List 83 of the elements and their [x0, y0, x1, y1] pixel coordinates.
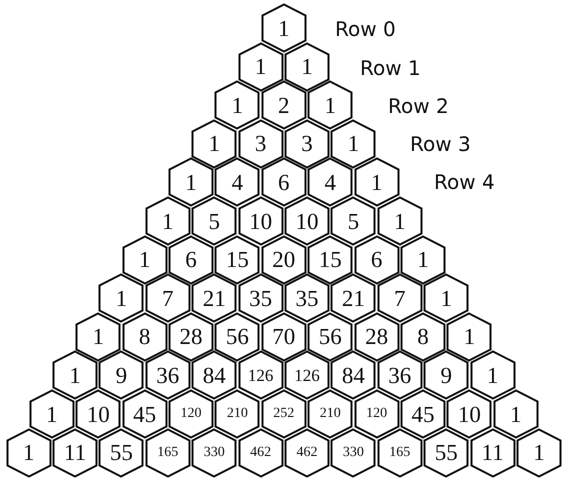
number-hexagon: 28: [354, 312, 400, 362]
number-hexagon: 1: [284, 42, 330, 92]
number-hexagon: 28: [168, 312, 214, 362]
row-label: Row 3: [410, 132, 471, 156]
number-hexagon: 10: [446, 389, 492, 439]
number-hexagon: 1: [330, 118, 376, 169]
number-hexagon: 462: [284, 428, 330, 478]
number-hexagon: 45: [400, 389, 446, 439]
number-hexagon: 3: [238, 118, 284, 169]
number-hexagon: 55: [98, 428, 144, 478]
number-hexagon: 210: [214, 389, 260, 439]
number-hexagon: 4: [214, 157, 260, 208]
number-hexagon: 126: [284, 350, 330, 400]
number-hexagon: 1: [6, 428, 52, 478]
number-hexagon: 7: [144, 273, 191, 324]
number-hexagon: 165: [376, 428, 423, 478]
number-hexagon: 36: [376, 350, 423, 400]
number-hexagon: 1: [260, 3, 307, 53]
number-hexagon: 1: [400, 234, 446, 285]
number-hexagon: 15: [214, 234, 260, 285]
number-hexagon: 120: [354, 389, 400, 439]
number-hexagon: 10: [238, 196, 284, 246]
number-hexagon: 9: [423, 350, 470, 400]
number-hexagon: 1: [214, 80, 260, 130]
number-hexagon: 6: [168, 234, 214, 285]
number-hexagon: 35: [238, 273, 284, 324]
number-hexagon: 1: [376, 196, 423, 246]
number-hexagon: 462: [238, 428, 284, 478]
number-hexagon: 9: [98, 350, 144, 400]
number-hexagon: 120: [168, 389, 214, 439]
number-hexagon: 1: [307, 80, 354, 130]
number-hexagon: 1: [354, 157, 400, 208]
number-hexagon: 20: [260, 234, 307, 285]
number-hexagon: 210: [307, 389, 354, 439]
number-hexagon: 1: [191, 118, 238, 169]
number-hexagon: 11: [470, 428, 516, 478]
number-hexagon: 10: [284, 196, 330, 246]
number-hexagon: 165: [144, 428, 191, 478]
row-label: Row 1: [360, 56, 421, 80]
number-hexagon: 56: [214, 312, 260, 362]
number-hexagon: 6: [260, 157, 307, 208]
number-hexagon: 84: [191, 350, 238, 400]
number-hexagon: 1: [122, 234, 168, 285]
number-hexagon: 21: [191, 273, 238, 324]
number-hexagon: 70: [260, 312, 307, 362]
number-hexagon: 126: [238, 350, 284, 400]
number-hexagon: 84: [330, 350, 376, 400]
number-hexagon: 8: [400, 312, 446, 362]
number-hexagon: 2: [260, 80, 307, 130]
number-hexagon: 1: [52, 350, 98, 400]
number-hexagon: 5: [191, 196, 238, 246]
number-hexagon: 1: [470, 350, 516, 400]
number-hexagon: 1: [28, 389, 75, 439]
number-hexagon: 1: [98, 273, 144, 324]
number-hexagon: 1: [144, 196, 191, 246]
number-hexagon: 1: [516, 428, 562, 478]
number-hexagon: 10: [75, 389, 122, 439]
row-label: Row 4: [434, 170, 495, 194]
number-hexagon: 4: [307, 157, 354, 208]
number-hexagon: 36: [144, 350, 191, 400]
number-hexagon: 8: [122, 312, 168, 362]
number-hexagon: 1: [423, 273, 470, 324]
number-hexagon: 21: [330, 273, 376, 324]
number-hexagon: 252: [260, 389, 307, 439]
number-hexagon: 1: [168, 157, 214, 208]
number-hexagon: 55: [423, 428, 470, 478]
number-hexagon: 15: [307, 234, 354, 285]
number-hexagon: 56: [307, 312, 354, 362]
number-hexagon: 330: [191, 428, 238, 478]
number-hexagon: 1: [75, 312, 122, 362]
number-hexagon: 5: [330, 196, 376, 246]
row-label: Row 2: [388, 94, 449, 118]
number-hexagon: 1: [238, 42, 284, 92]
number-hexagon: 1: [446, 312, 492, 362]
number-hexagon: 11: [52, 428, 98, 478]
row-label: Row 0: [335, 17, 396, 41]
number-hexagon: 7: [376, 273, 423, 324]
number-hexagon: 330: [330, 428, 376, 478]
number-hexagon: 35: [284, 273, 330, 324]
number-hexagon: 6: [354, 234, 400, 285]
number-hexagon: 1: [492, 389, 539, 439]
number-hexagon: 45: [122, 389, 168, 439]
number-hexagon: 3: [284, 118, 330, 169]
